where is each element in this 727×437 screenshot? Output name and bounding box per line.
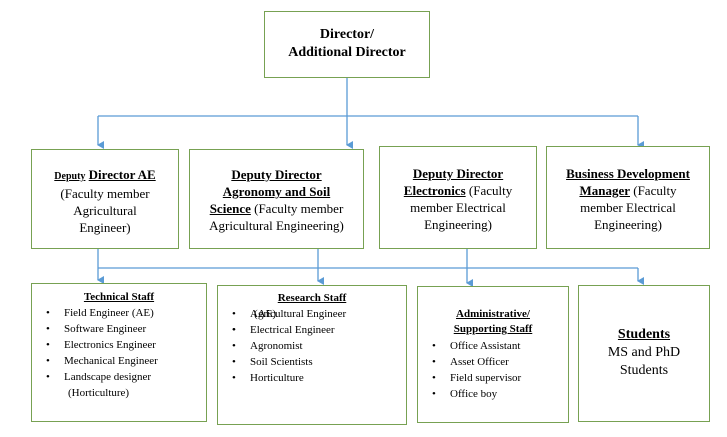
students-line1: MS and PhD (607, 345, 681, 360)
deputy-agronomy-title-2: Agronomy and Soil (222, 184, 331, 199)
research-staff-list-rest: Electrical Engineer Agronomist Soil Scie… (222, 322, 402, 386)
deputy-ae-desc-1: (Faculty member (60, 186, 150, 201)
list-item: Office Assistant (422, 338, 564, 354)
deputy-ae-title-main: Director AE (88, 167, 156, 182)
technical-staff-list: Field Engineer (AE) Software Engineer El… (36, 305, 202, 385)
bdm-title-1: Business Development (566, 166, 690, 181)
bdm-title-2: Manager (579, 183, 630, 198)
deputy-director-electronics-box: Deputy Director Electronics (Faculty mem… (379, 146, 537, 249)
research-staff-title: Research Staff (277, 292, 347, 304)
deputy-ae-title-small: Deputy (54, 171, 86, 182)
deputy-ae-desc-3: Engineer) (79, 220, 131, 235)
deputy-agronomy-desc-1: Agricultural Engineering) (209, 218, 344, 233)
bdm-desc-inline: (Faculty (633, 183, 677, 198)
admin-staff-title-2: Supporting Staff (453, 323, 533, 335)
list-item: Agricultural Engineer (222, 306, 402, 322)
admin-staff-list: Office Assistant Asset Officer Field sup… (422, 338, 564, 402)
bdm-desc-1: member Electrical (580, 200, 676, 215)
list-item: Asset Officer (422, 354, 564, 370)
deputy-ae-desc-2: Agricultural (73, 203, 137, 218)
deputy-electronics-desc-2: Engineering) (424, 217, 492, 232)
director-title-line1: Director/ (319, 27, 375, 42)
technical-staff-extra: (Horticulture) (68, 387, 130, 399)
list-item: Software Engineer (36, 321, 202, 337)
list-item: Mechanical Engineer (36, 353, 202, 369)
bdm-desc-2: Engineering) (594, 217, 662, 232)
list-item: Office boy (422, 386, 564, 402)
deputy-director-agronomy-box: Deputy Director Agronomy and Soil Scienc… (189, 149, 364, 249)
students-title: Students (617, 327, 671, 342)
deputy-electronics-title-1: Deputy Director (412, 166, 504, 181)
research-staff-box: Research Staff Agricultural Engineer (AE… (217, 285, 407, 425)
list-item: Field supervisor (422, 370, 564, 386)
director-title-line2: Additional Director (288, 45, 406, 60)
deputy-agronomy-title-3: Science (209, 201, 251, 216)
list-item: Horticulture (222, 370, 402, 386)
students-box: Students MS and PhD Students (578, 285, 710, 422)
administrative-staff-box: Administrative/ Supporting Staff Office … (417, 286, 569, 423)
deputy-electronics-desc-inline: (Faculty (468, 183, 513, 198)
research-staff-list: Agricultural Engineer (222, 306, 402, 338)
director-box: Director/ Additional Director (264, 11, 430, 78)
business-development-manager-box: Business Development Manager (Faculty me… (546, 146, 710, 249)
list-item: Agronomist (222, 338, 402, 354)
list-item: Field Engineer (AE) (36, 305, 202, 321)
deputy-agronomy-desc-inline: (Faculty member (254, 201, 344, 216)
list-item: Electronics Engineer (36, 337, 202, 353)
students-line2: Students (619, 363, 669, 378)
technical-staff-title: Technical Staff (83, 291, 155, 303)
admin-staff-title-1: Administrative/ (456, 308, 530, 320)
deputy-electronics-title-2: Electronics (403, 183, 466, 198)
deputy-agronomy-title-1: Deputy Director (231, 167, 322, 182)
list-item: Soil Scientists (222, 354, 402, 370)
list-item: Landscape designer (36, 369, 202, 385)
deputy-electronics-desc-1: member Electrical (410, 200, 506, 215)
list-item: Electrical Engineer (222, 322, 402, 338)
deputy-director-ae-box: Deputy Director AE (Faculty member Agric… (31, 149, 179, 249)
technical-staff-box: Technical Staff Field Engineer (AE) Soft… (31, 283, 207, 422)
